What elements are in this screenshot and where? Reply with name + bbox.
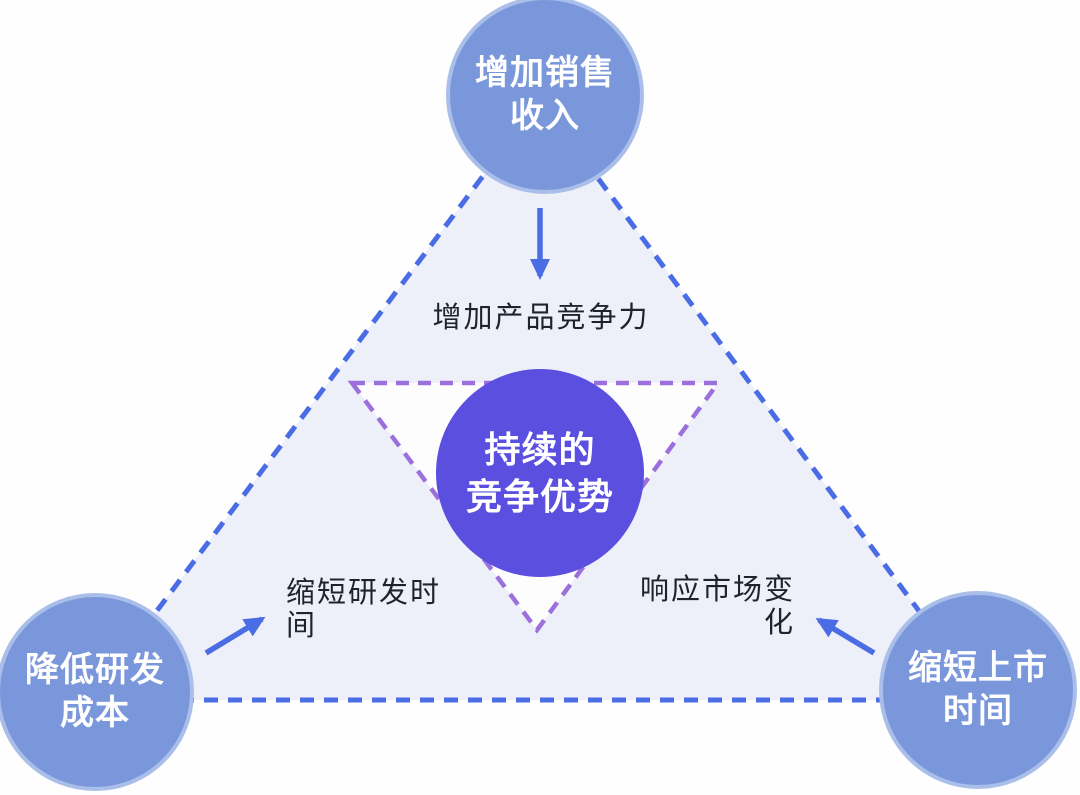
annotation-product-competitiveness: 增加产品竞争力: [432, 302, 650, 334]
annotation-respond-market-change: 响应市场变 化: [639, 574, 795, 639]
arrow-up-right-icon: [204, 616, 266, 656]
node-sustained-competitive-advantage: 持续的 竞争优势: [436, 369, 644, 577]
node-shorten-time-to-market: 缩短上市 时间: [879, 591, 1077, 789]
node-reduce-rd-cost: 降低研发 成本: [0, 593, 194, 791]
node-shorten-time-to-market-label: 缩短上市 时间: [908, 649, 1048, 730]
annotation-shorten-rd-time: 缩短研发时 间: [286, 577, 442, 642]
node-increase-sales-revenue-label: 增加销售 收入: [475, 54, 615, 135]
node-increase-sales-revenue: 增加销售 收入: [446, 0, 644, 194]
node-sustained-competitive-advantage-label: 持续的 竞争优势: [465, 429, 614, 517]
node-reduce-rd-cost-label: 降低研发 成本: [25, 651, 165, 732]
arrow-up-left-icon: [815, 617, 876, 656]
